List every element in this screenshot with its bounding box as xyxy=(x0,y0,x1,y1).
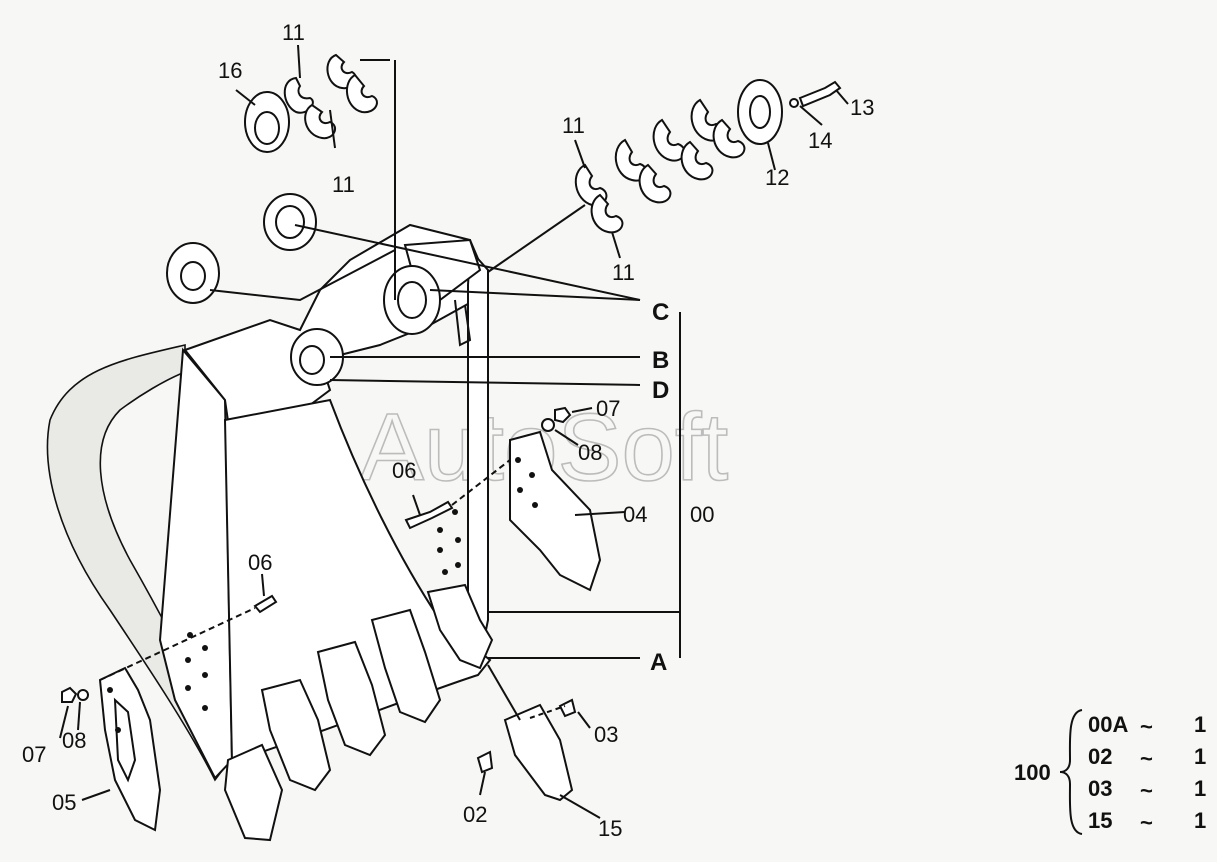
callout-04: 04 xyxy=(623,502,647,527)
callout-00: 00 xyxy=(690,502,714,527)
callout-07-left: 07 xyxy=(22,742,46,767)
callout-12: 12 xyxy=(765,165,789,190)
kit-row-4-qty: 1 xyxy=(1194,808,1206,833)
tooth-point-detail xyxy=(476,664,601,819)
kit-row-3-part: 03 xyxy=(1088,776,1112,801)
kit-row-1-part: 00A xyxy=(1088,712,1128,737)
callout-03: 03 xyxy=(594,722,618,747)
callout-D: D xyxy=(652,377,669,404)
side-cutter-right xyxy=(404,406,626,592)
callout-14: 14 xyxy=(808,128,832,153)
kit-label: 100 xyxy=(1014,760,1051,785)
callout-06-right: 06 xyxy=(392,458,416,483)
kit-row-2-part: 02 xyxy=(1088,744,1112,769)
callout-labels: 11 11 11 11 16 13 14 12 C B D A 00 07 08… xyxy=(22,20,874,841)
callout-13: 13 xyxy=(850,95,874,120)
bucket-teeth xyxy=(223,583,494,842)
callout-11-b: 11 xyxy=(332,172,355,197)
shim-set-upper-left xyxy=(244,53,378,153)
callout-08-right: 08 xyxy=(578,440,602,465)
leader-lines xyxy=(209,44,849,659)
callout-07-right: 07 xyxy=(596,396,620,421)
kit-row-1-sep: ~ xyxy=(1140,714,1153,739)
callout-A: A xyxy=(650,649,667,676)
kit-row-2-qty: 1 xyxy=(1194,744,1206,769)
kit-row-3-qty: 1 xyxy=(1194,776,1206,801)
side-cutter-left xyxy=(59,573,278,832)
callout-B: B xyxy=(652,347,669,374)
callout-15: 15 xyxy=(598,816,622,841)
shim-set-right xyxy=(574,79,842,234)
callout-11-d: 11 xyxy=(612,260,635,285)
callout-16: 16 xyxy=(218,58,242,83)
callout-11-a: 11 xyxy=(282,20,305,45)
callout-11-c: 11 xyxy=(562,113,585,138)
callout-05: 05 xyxy=(52,790,76,815)
callout-08-left: 08 xyxy=(62,728,86,753)
side-plate-holes xyxy=(185,509,461,711)
kit-row-4-part: 15 xyxy=(1088,808,1112,833)
callout-06-left: 06 xyxy=(248,550,272,575)
kit-row-2-sep: ~ xyxy=(1140,746,1153,771)
kit-row-4-sep: ~ xyxy=(1140,810,1153,835)
callout-02: 02 xyxy=(463,802,487,827)
kit-row-3-sep: ~ xyxy=(1140,778,1153,803)
callout-C: C xyxy=(652,299,669,326)
kit-table: 100 00A ~ 1 02 ~ 1 03 ~ 1 15 ~ 1 xyxy=(1014,709,1206,835)
kit-row-1-qty: 1 xyxy=(1194,712,1206,737)
